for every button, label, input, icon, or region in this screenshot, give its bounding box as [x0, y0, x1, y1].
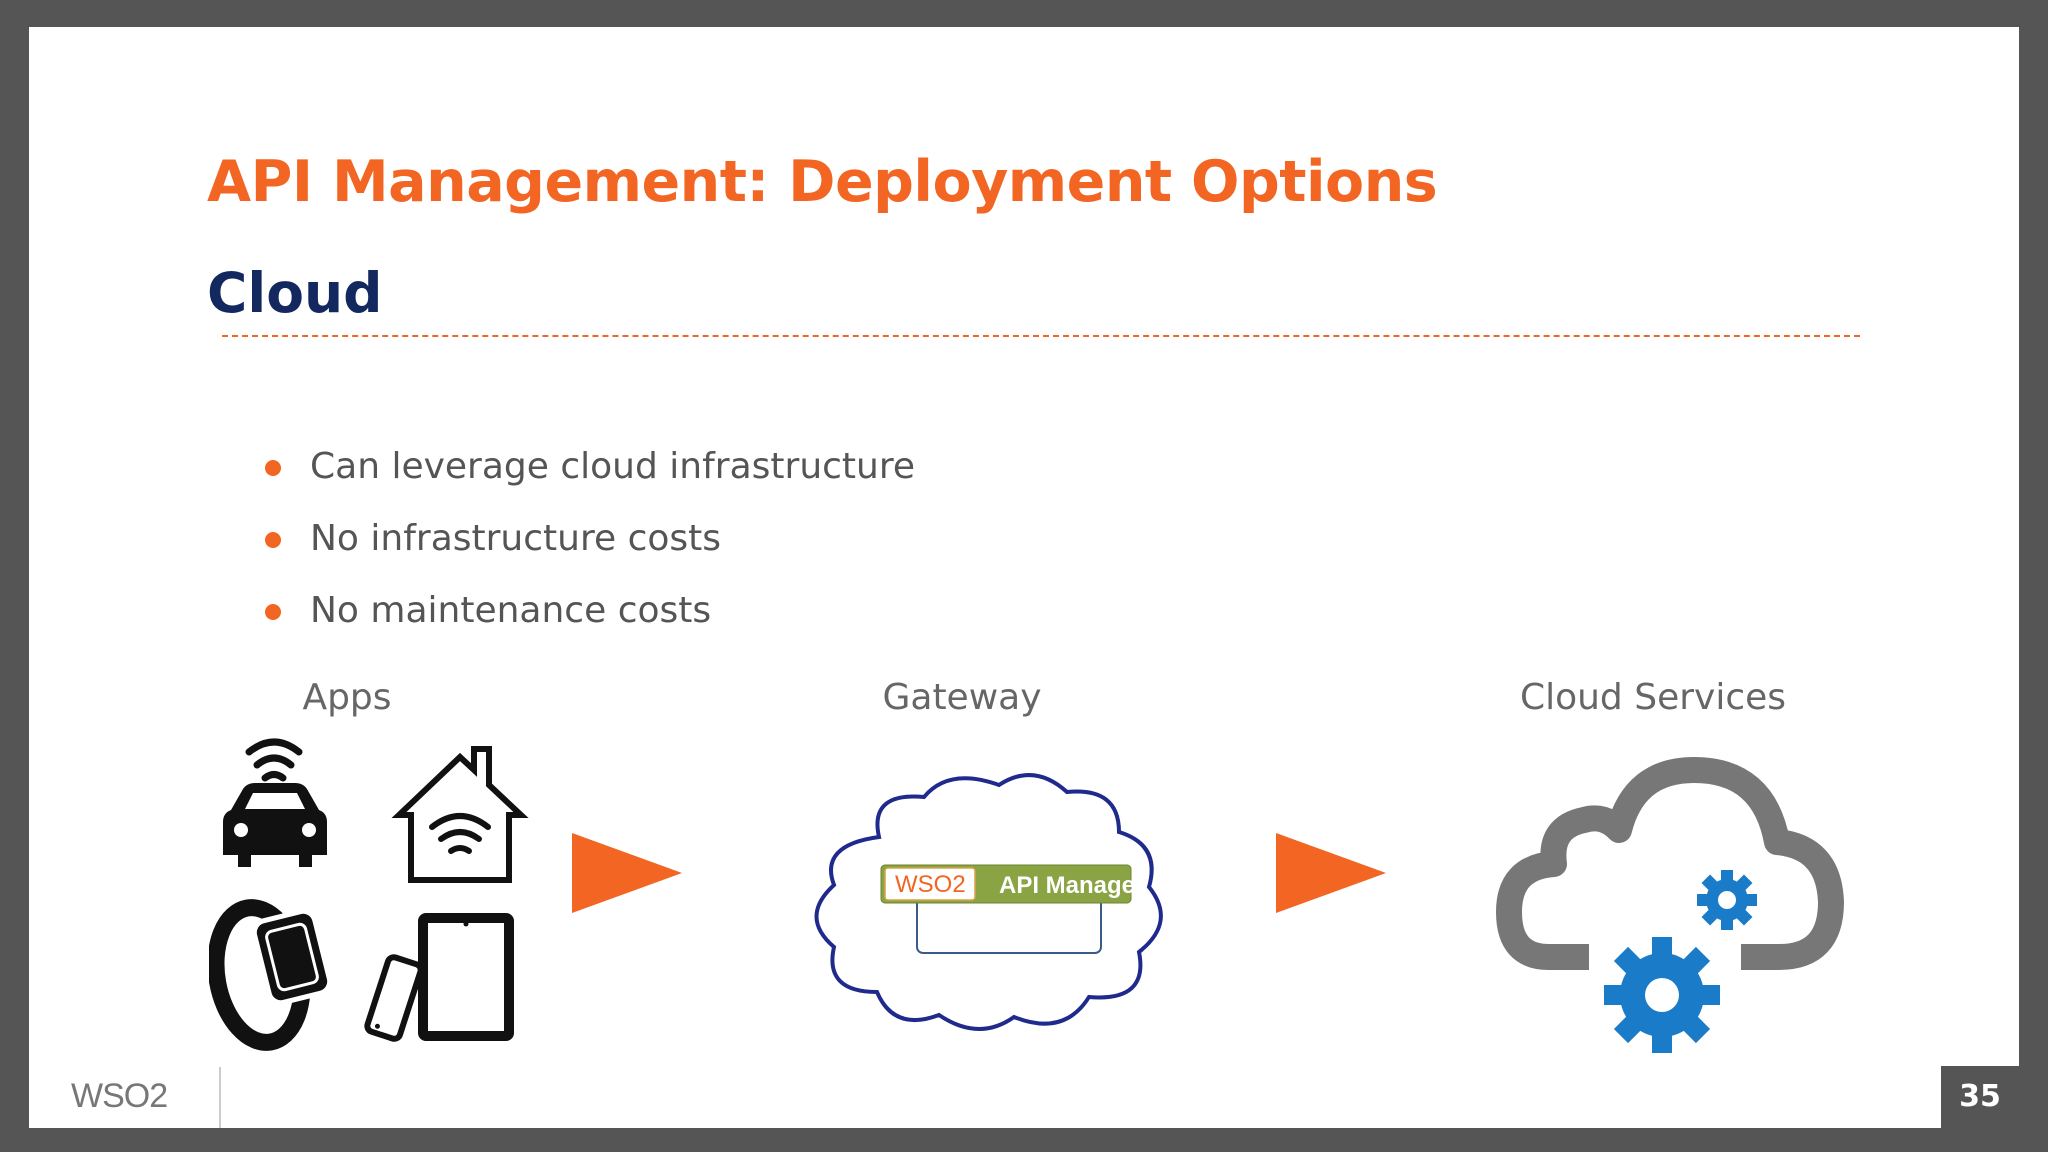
gateway-label: Gateway	[882, 677, 1042, 718]
smartwatch-icon	[209, 899, 333, 1051]
connected-car-icon	[223, 738, 327, 867]
wso2-badge	[884, 867, 976, 901]
gateway-logo-text: WSO2	[895, 871, 966, 898]
bullet-text: No maintenance costs	[310, 590, 712, 631]
small-gear-icon	[1697, 870, 1757, 930]
cloud-outline-icon	[1496, 757, 1844, 970]
bullet-dot-icon	[265, 604, 281, 620]
bullet-text: No infrastructure costs	[310, 518, 722, 559]
gateway-cloud: WSO2 API Manager	[814, 773, 1163, 1031]
apps-icons	[209, 738, 529, 1051]
phone-tablet-icon	[364, 913, 514, 1042]
slide: API Management: Deployment Options Cloud…	[29, 27, 2019, 1128]
bullet-dot-icon	[265, 532, 281, 548]
gateway-product-text: API Manager	[999, 872, 1144, 899]
large-gear-icon	[1604, 937, 1720, 1053]
api-manager-box	[916, 896, 1102, 954]
bullet-text: Can leverage cloud infrastructure	[310, 446, 916, 487]
dashed-divider	[222, 335, 1860, 337]
apps-label: Apps	[302, 677, 392, 718]
page-number: 35	[1941, 1066, 2019, 1128]
right-arrow-icon	[572, 833, 682, 913]
slide-title: API Management: Deployment Options	[207, 149, 1438, 215]
right-arrow-icon	[1276, 833, 1386, 913]
footer-logo-text: WSO2	[71, 1077, 167, 1115]
slide-subtitle: Cloud	[207, 261, 383, 325]
bullet-dot-icon	[265, 460, 281, 476]
cloud-gears-icon	[1496, 757, 1844, 1053]
wso2-logo: WSO2	[71, 1077, 168, 1115]
cloud-services-label: Cloud Services	[1519, 677, 1787, 718]
smart-home-icon	[391, 746, 529, 883]
footer-separator	[219, 1067, 221, 1128]
